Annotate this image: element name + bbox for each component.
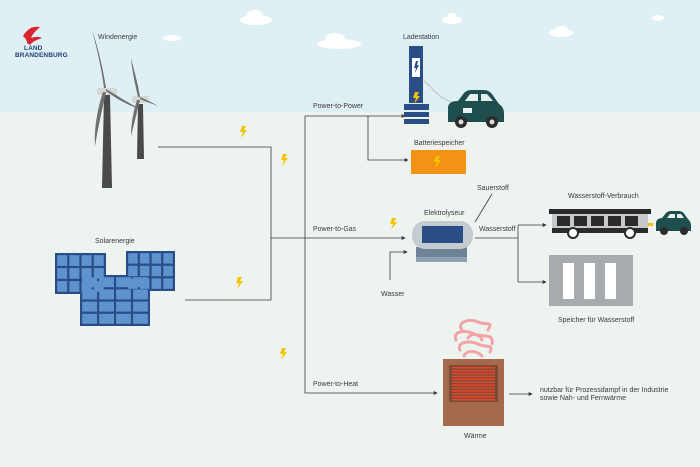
solar-cell xyxy=(99,313,114,324)
heating-coil-line xyxy=(452,393,495,395)
solar-cell xyxy=(163,253,173,264)
hydrogen-storage-icon xyxy=(549,255,633,306)
solar-cell xyxy=(57,281,68,292)
label-hydrogen-storage: Speicher für Wasserstoff xyxy=(558,317,635,324)
label-heat-usage-line1: nutzbar für Prozessdampf in der Industri… xyxy=(540,387,669,394)
heating-coil-icon xyxy=(452,367,495,401)
heating-coil-line xyxy=(452,372,495,375)
solar-cell xyxy=(133,313,148,324)
solar-cell xyxy=(69,255,80,266)
solar-cell xyxy=(151,253,162,264)
solar-cell xyxy=(93,281,104,292)
heating-coil-line xyxy=(452,378,495,381)
label-wind-energy: Windenergie xyxy=(98,34,138,41)
wind-turbine-icon xyxy=(131,58,158,159)
label-hydrogen-consumption: Wasserstoff-Verbrauch xyxy=(568,193,639,200)
label-heat-usage: nutzbar für Prozessdampf in der Industri… xyxy=(540,387,668,404)
solar-cell xyxy=(163,278,173,289)
label-water: Wasser xyxy=(381,291,405,298)
label-power-to-heat: Power-to-Heat xyxy=(313,381,359,388)
solar-cell xyxy=(116,301,131,312)
label-oxygen: Sauerstoff xyxy=(477,185,509,192)
heating-coil-line xyxy=(452,387,495,389)
solar-cell xyxy=(99,301,114,312)
heating-coil-line xyxy=(452,381,495,383)
solar-cell xyxy=(82,277,97,288)
solar-cell xyxy=(69,268,80,279)
solar-cell xyxy=(116,289,131,300)
solar-cell xyxy=(133,277,148,288)
cloud-icon xyxy=(163,10,664,49)
solar-cell xyxy=(57,255,68,266)
heating-coil-line xyxy=(452,384,495,386)
electrolyser-icon xyxy=(412,221,473,262)
logo-text-line1: LAND xyxy=(24,45,43,52)
solar-cell xyxy=(81,268,92,279)
solar-cell xyxy=(151,278,162,289)
truck-icon xyxy=(549,209,653,239)
solar-cell xyxy=(82,301,97,312)
label-charging-station: Ladestation xyxy=(403,34,440,41)
solar-cell xyxy=(163,265,173,277)
solar-cell xyxy=(133,301,148,312)
steam-icon xyxy=(453,318,494,358)
solar-cells xyxy=(57,253,173,324)
solar-cell xyxy=(133,289,148,300)
label-hydrogen: Wasserstoff xyxy=(479,226,516,233)
solar-cell xyxy=(99,289,114,300)
solar-cell xyxy=(128,278,138,289)
heating-coil-line xyxy=(452,390,495,392)
solar-cell xyxy=(139,253,150,264)
solar-cell xyxy=(128,265,138,277)
label-battery-storage: Batteriespeicher xyxy=(414,140,465,147)
label-power-to-power: Power-to-Power xyxy=(313,103,364,110)
wind-turbine-icon xyxy=(92,30,142,188)
heating-coil-line xyxy=(452,375,495,378)
charging-station-icon xyxy=(404,46,456,124)
heating-coil-line xyxy=(452,396,495,398)
solar-cell xyxy=(82,289,97,300)
heating-coil-line xyxy=(452,398,495,401)
label-solar-energy: Solarenergie xyxy=(95,238,135,245)
wiring-lines xyxy=(158,114,547,396)
solar-cell xyxy=(57,268,68,279)
brand-logo: LAND BRANDENBURG xyxy=(15,45,68,60)
solar-cell xyxy=(116,313,131,324)
label-power-to-gas: Power-to-Gas xyxy=(313,226,357,233)
label-heat-usage-line2: sowie Nah- und Fernwärme xyxy=(540,395,626,403)
heat-storage-icon xyxy=(443,359,504,426)
label-heat: Wärme xyxy=(464,433,487,440)
eagle-icon xyxy=(23,26,42,45)
heating-coil-line xyxy=(452,369,495,372)
solar-cell xyxy=(69,281,80,292)
heating-coil-line xyxy=(452,367,495,369)
car-icon xyxy=(656,211,691,235)
solar-cell xyxy=(139,265,150,277)
solar-cell xyxy=(128,253,138,264)
solar-cell xyxy=(93,255,104,266)
solar-cell xyxy=(99,277,114,288)
battery-icon xyxy=(411,150,466,174)
car-icon xyxy=(448,90,504,128)
solar-cell xyxy=(116,277,131,288)
solar-cell xyxy=(93,268,104,279)
solar-cell xyxy=(81,255,92,266)
solar-cell xyxy=(82,313,97,324)
solar-cell xyxy=(151,265,162,277)
logo-text-line2: BRANDENBURG xyxy=(15,51,68,59)
label-electrolyser: Elektrolyseur xyxy=(424,210,465,217)
